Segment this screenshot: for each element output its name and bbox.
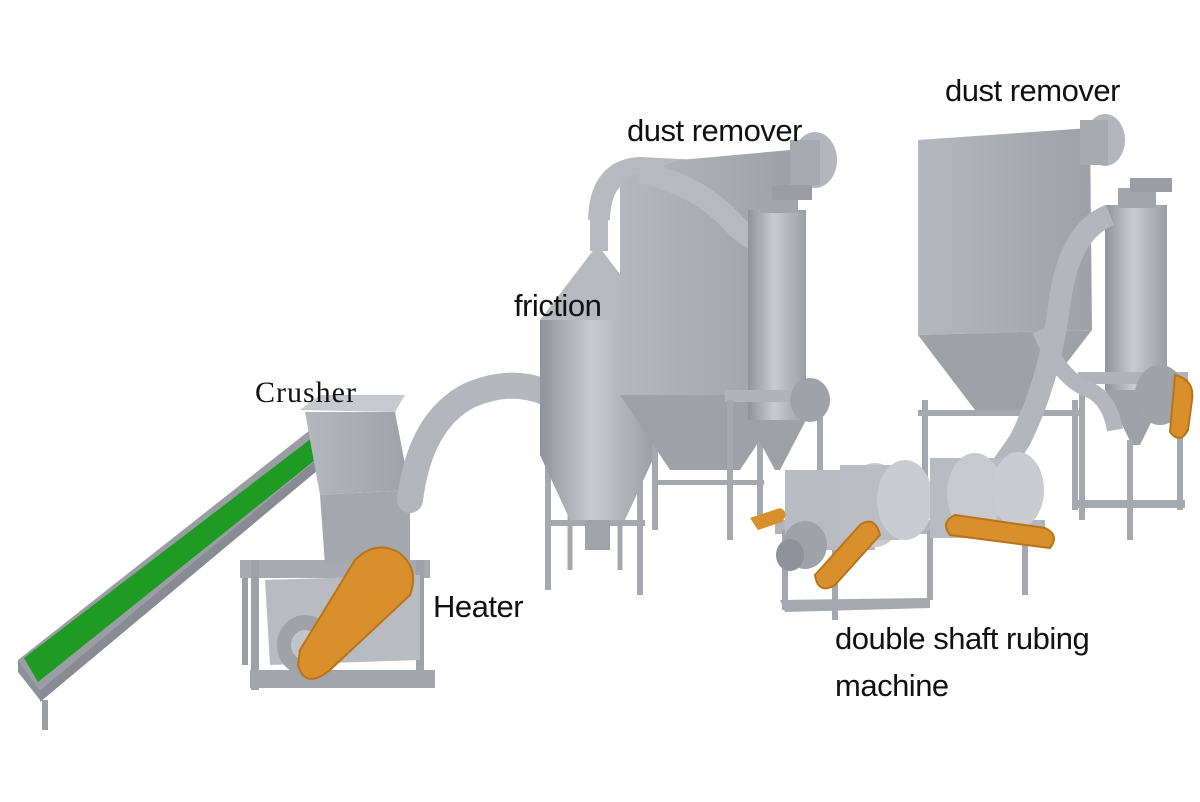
dust-remover-1 (620, 132, 837, 540)
pipe-crusher-to-friction (397, 372, 558, 513)
label-dust-remover-1: dust remover (627, 113, 802, 148)
label-heater: Heater (433, 589, 524, 624)
label-crusher: Crusher (255, 376, 357, 409)
label-rubbing-line2: machine (835, 668, 949, 703)
label-friction: friction (514, 288, 602, 323)
label-rubbing-line1: double shaft rubing (835, 621, 1090, 656)
crusher-machine (240, 395, 435, 690)
conveyor-belt (18, 430, 330, 730)
label-dust-remover-2: dust remover (945, 73, 1120, 108)
rubbing-machine (750, 452, 1055, 620)
dust-remover-2 (918, 114, 1194, 540)
